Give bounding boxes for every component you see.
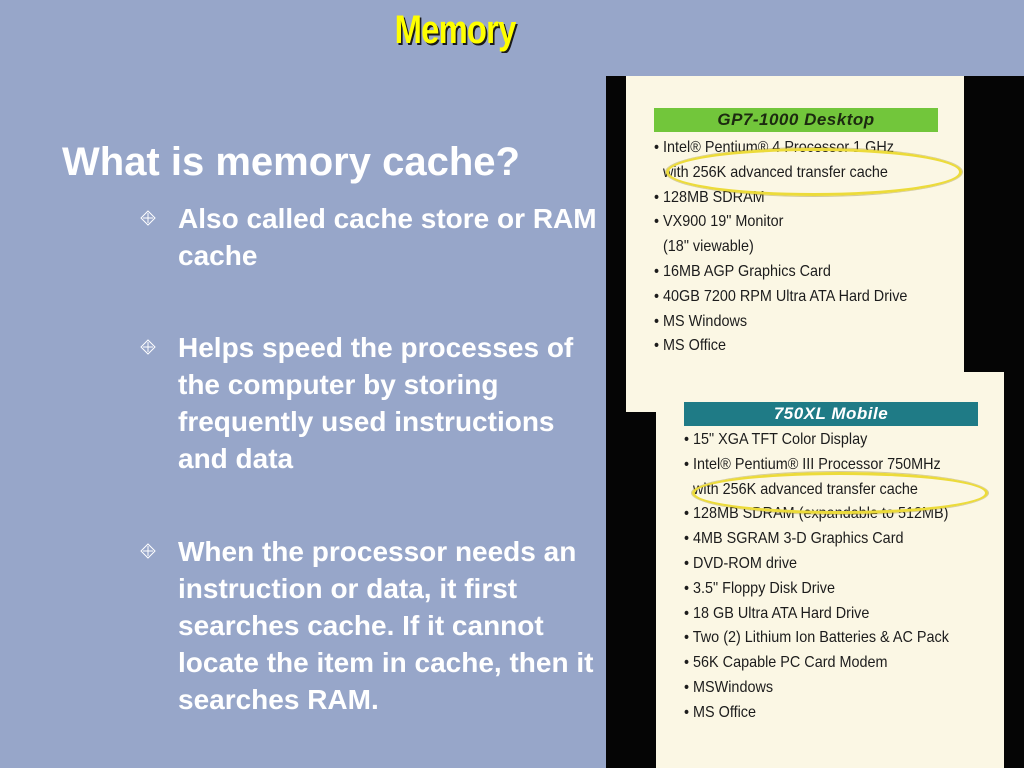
spec-item: • MS Windows [654,312,748,330]
spec-item: • Intel® Pentium® III Processor 750MHz [684,455,941,473]
diamond-bullet-icon [140,210,156,226]
bullet-list: Also called cache store or RAM cache Hel… [140,200,610,718]
computer-ad-photo: GP7-1000 Desktop • Intel® Pentium® 4 Pro… [606,76,1024,768]
slide-title: Memory [394,8,517,52]
bullet-text: When the processor needs an instruction … [178,536,594,715]
bullet-item: When the processor needs an instruction … [140,533,610,718]
spec-item: • MSWindows [684,678,774,696]
diamond-bullet-icon [140,543,156,559]
spec-item: • Two (2) Lithium Ion Batteries & AC Pac… [684,629,949,647]
slide-heading: What is memory cache? [62,140,520,184]
desktop-spec-card: GP7-1000 Desktop • Intel® Pentium® 4 Pro… [626,76,964,412]
spec-item: • DVD-ROM drive [684,554,798,572]
bullet-text: Helps speed the processes of the compute… [178,332,574,474]
spec-item: • 56K Capable PC Card Modem [684,654,888,672]
spec-item: • 18 GB Ultra ATA Hard Drive [684,604,870,622]
bullet-text: Also called cache store or RAM cache [178,203,597,271]
spec-item: • 16MB AGP Graphics Card [654,262,831,280]
spec-item: • MS Office [654,337,726,355]
cache-highlight-oval [692,472,988,514]
spec-item: • 128MB SDRAM [654,188,765,206]
bullet-item: Also called cache store or RAM cache [140,200,610,274]
spec-item: • VX900 19" Monitor [654,213,784,231]
mobile-spec-header: 750XL Mobile [684,402,978,426]
bullet-item: Helps speed the processes of the compute… [140,329,610,477]
mobile-spec-card: 750XL Mobile • 15" XGA TFT Color Display… [656,372,1004,768]
spec-item: (18" viewable) [663,238,754,256]
spec-item: • MS Office [684,703,756,721]
cache-highlight-oval [666,148,962,196]
spec-item: • 4MB SGRAM 3-D Graphics Card [684,530,904,548]
spec-item: • 3.5" Floppy Disk Drive [684,579,836,597]
spec-item: • 15" XGA TFT Color Display [684,431,868,448]
mobile-spec-list: • 15" XGA TFT Color Display • Intel® Pen… [684,428,978,726]
spec-item: • 40GB 7200 RPM Ultra ATA Hard Drive [654,287,908,305]
diamond-bullet-icon [140,339,156,355]
desktop-spec-header: GP7-1000 Desktop [654,108,938,132]
